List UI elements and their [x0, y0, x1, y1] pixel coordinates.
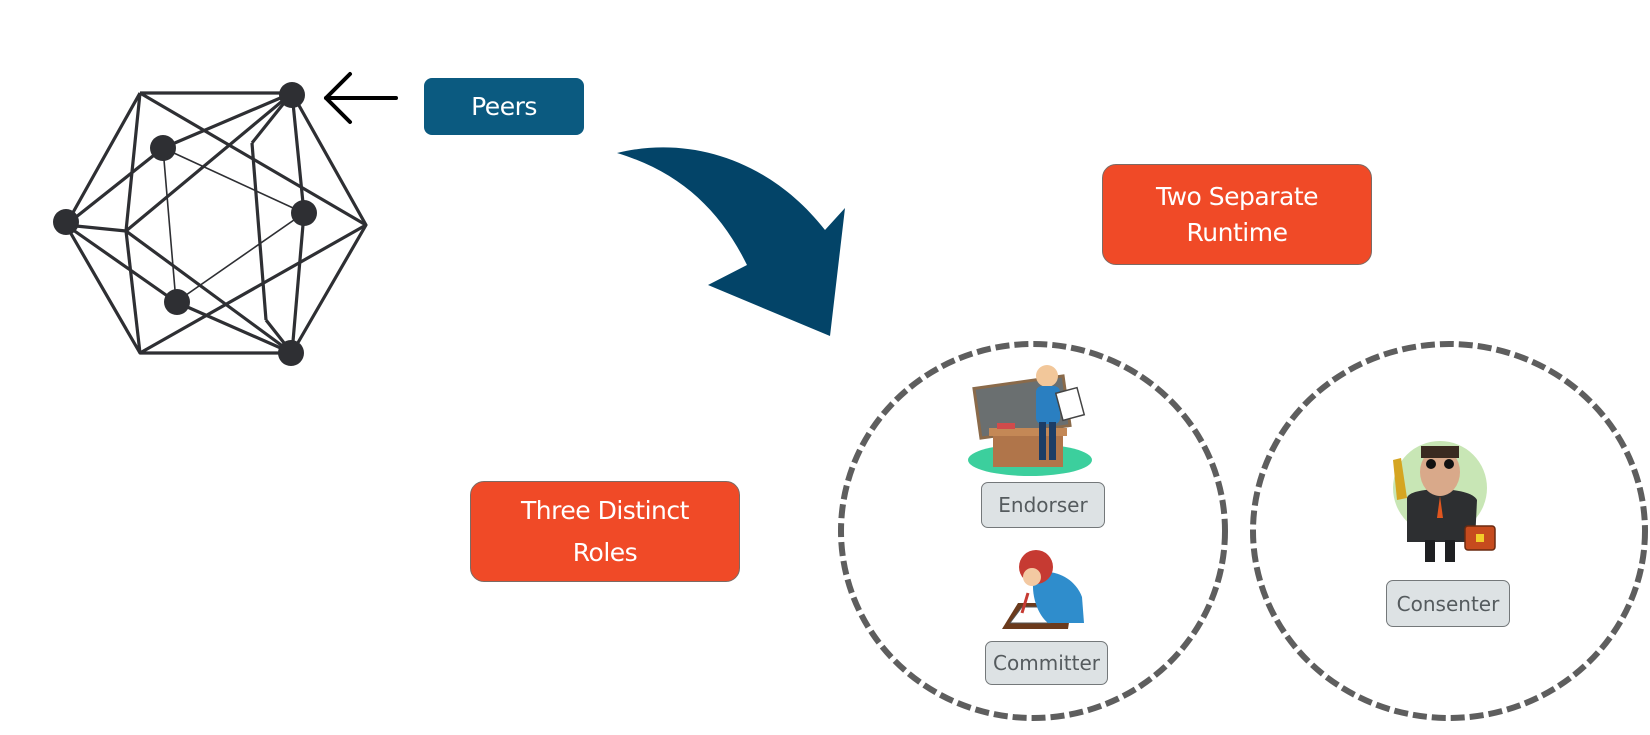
- runtime-label-line-2: Runtime: [1186, 217, 1288, 247]
- endorser-role-tag: Endorser: [981, 482, 1105, 528]
- runtime-circle-2: [1250, 341, 1648, 721]
- peers-label: Peers: [424, 78, 584, 135]
- arrow-left-icon: [324, 72, 398, 124]
- runtime-circle-1: [838, 341, 1228, 721]
- roles-label-line-1: Three Distinct: [521, 495, 689, 525]
- person-writing-icon: [1002, 550, 1084, 629]
- runtime-label-line-1: Two Separate: [1155, 181, 1319, 211]
- teacher-at-chalkboard-icon: [968, 365, 1092, 476]
- consenter-role-tag: Consenter: [1386, 580, 1510, 627]
- roles-label-line-2: Roles: [572, 537, 638, 567]
- three-distinct-roles-label: Three Distinct Roles: [470, 481, 740, 582]
- hyperledger-network-icon: [53, 82, 368, 366]
- curved-arrow-icon: [617, 147, 845, 336]
- committer-role-tag: Committer: [985, 641, 1108, 685]
- bodyguard-with-briefcase-icon: [1393, 441, 1496, 562]
- two-separate-runtime-label: Two Separate Runtime: [1102, 164, 1372, 265]
